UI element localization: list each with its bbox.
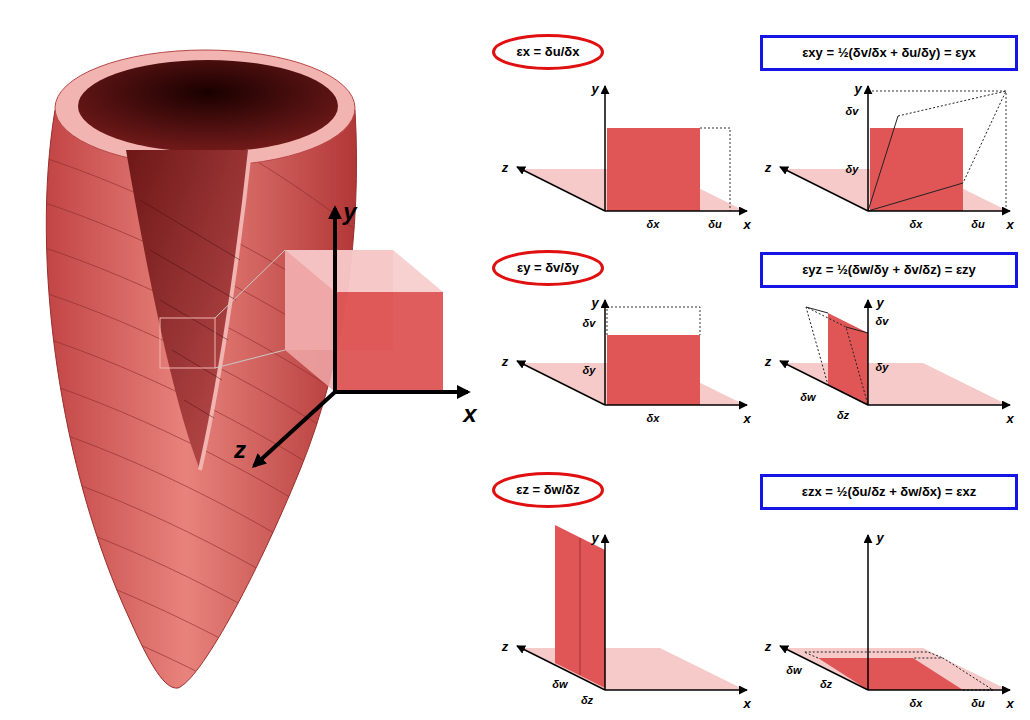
displacement-label: δu — [971, 219, 984, 230]
axis-label: z — [502, 355, 509, 368]
axis-label: y — [876, 296, 883, 309]
normal-strain-z-panel — [517, 525, 747, 690]
axis-label: z — [502, 161, 509, 174]
axis-label: z — [765, 640, 772, 653]
shear-strain-xy-panel — [780, 86, 1010, 211]
formula-ellipse: εx = δu/δx — [492, 34, 604, 70]
formula-text: εy = δv/δy — [517, 260, 579, 276]
axis-label: x — [743, 697, 750, 710]
axis-label: x — [743, 412, 750, 425]
displacement-label: δy — [846, 164, 859, 175]
formula-text: εxy = ½(δv/δx + δu/δy) = εyx — [802, 45, 976, 61]
axis-label: z — [234, 438, 246, 462]
formula-ellipse: εz = δw/δz — [492, 472, 604, 508]
displacement-label: δx — [910, 698, 923, 709]
strain-cube — [254, 208, 468, 466]
displacement-label: δx — [910, 219, 923, 230]
normal-strain-y-panel — [517, 300, 747, 405]
displacement-label: δy — [583, 365, 596, 376]
displacement-label: δz — [820, 679, 832, 690]
ellipse-outline — [494, 474, 603, 507]
formula-box: εyz = ½(δw/δy + δv/δz) = εzy — [760, 252, 1018, 288]
displacement-label: δv — [876, 316, 889, 327]
axis-label: y — [591, 531, 598, 544]
axis-label: y — [591, 82, 598, 95]
displacement-label: δw — [800, 392, 815, 403]
shear-strain-zx-panel — [780, 535, 1010, 690]
formula-text: εzx = ½(δu/δz + δw/δx) = εxz — [802, 484, 976, 500]
displacement-label: δx — [647, 219, 660, 230]
displacement-label: δw — [786, 665, 801, 676]
axis-label: x — [1006, 412, 1013, 425]
axis-label: y — [876, 531, 883, 544]
axis-label: x — [1006, 697, 1013, 710]
ellipse-outline — [494, 36, 603, 69]
axis-label: y — [854, 82, 861, 95]
heart-illustration — [20, 50, 380, 720]
formula-ellipse: εy = δv/δy — [492, 250, 604, 286]
axis-label: x — [743, 218, 750, 231]
formula-text: εyz = ½(δw/δy + δv/δz) = εzy — [802, 262, 976, 278]
displacement-label: δz — [837, 410, 849, 421]
formula-box: εzx = ½(δu/δz + δw/δx) = εxz — [760, 474, 1018, 510]
displacement-label: δv — [583, 318, 596, 329]
displacement-label: δv — [846, 106, 859, 117]
axis-label: z — [502, 640, 509, 653]
displacement-label: δx — [647, 413, 660, 424]
displacement-label: δw — [552, 679, 567, 690]
formula-box: εxy = ½(δv/δx + δu/δy) = εyx — [760, 35, 1018, 71]
normal-strain-x-panel — [517, 86, 747, 211]
displacement-label: δu — [708, 219, 721, 230]
shear-strain-yz-panel — [780, 300, 1010, 405]
axis-label: z — [765, 161, 772, 174]
formula-text: εx = δu/δx — [517, 44, 580, 60]
displacement-label: δz — [581, 695, 593, 706]
displacement-label: δy — [876, 362, 889, 373]
ellipse-outline — [494, 252, 603, 285]
axis-label: z — [765, 355, 772, 368]
axis-label: y — [591, 296, 598, 309]
formula-text: εz = δw/δz — [516, 482, 579, 498]
axis-label: y — [343, 200, 356, 224]
axis-label: x — [463, 402, 476, 426]
displacement-label: δu — [971, 698, 984, 709]
axis-label: x — [1006, 218, 1013, 231]
